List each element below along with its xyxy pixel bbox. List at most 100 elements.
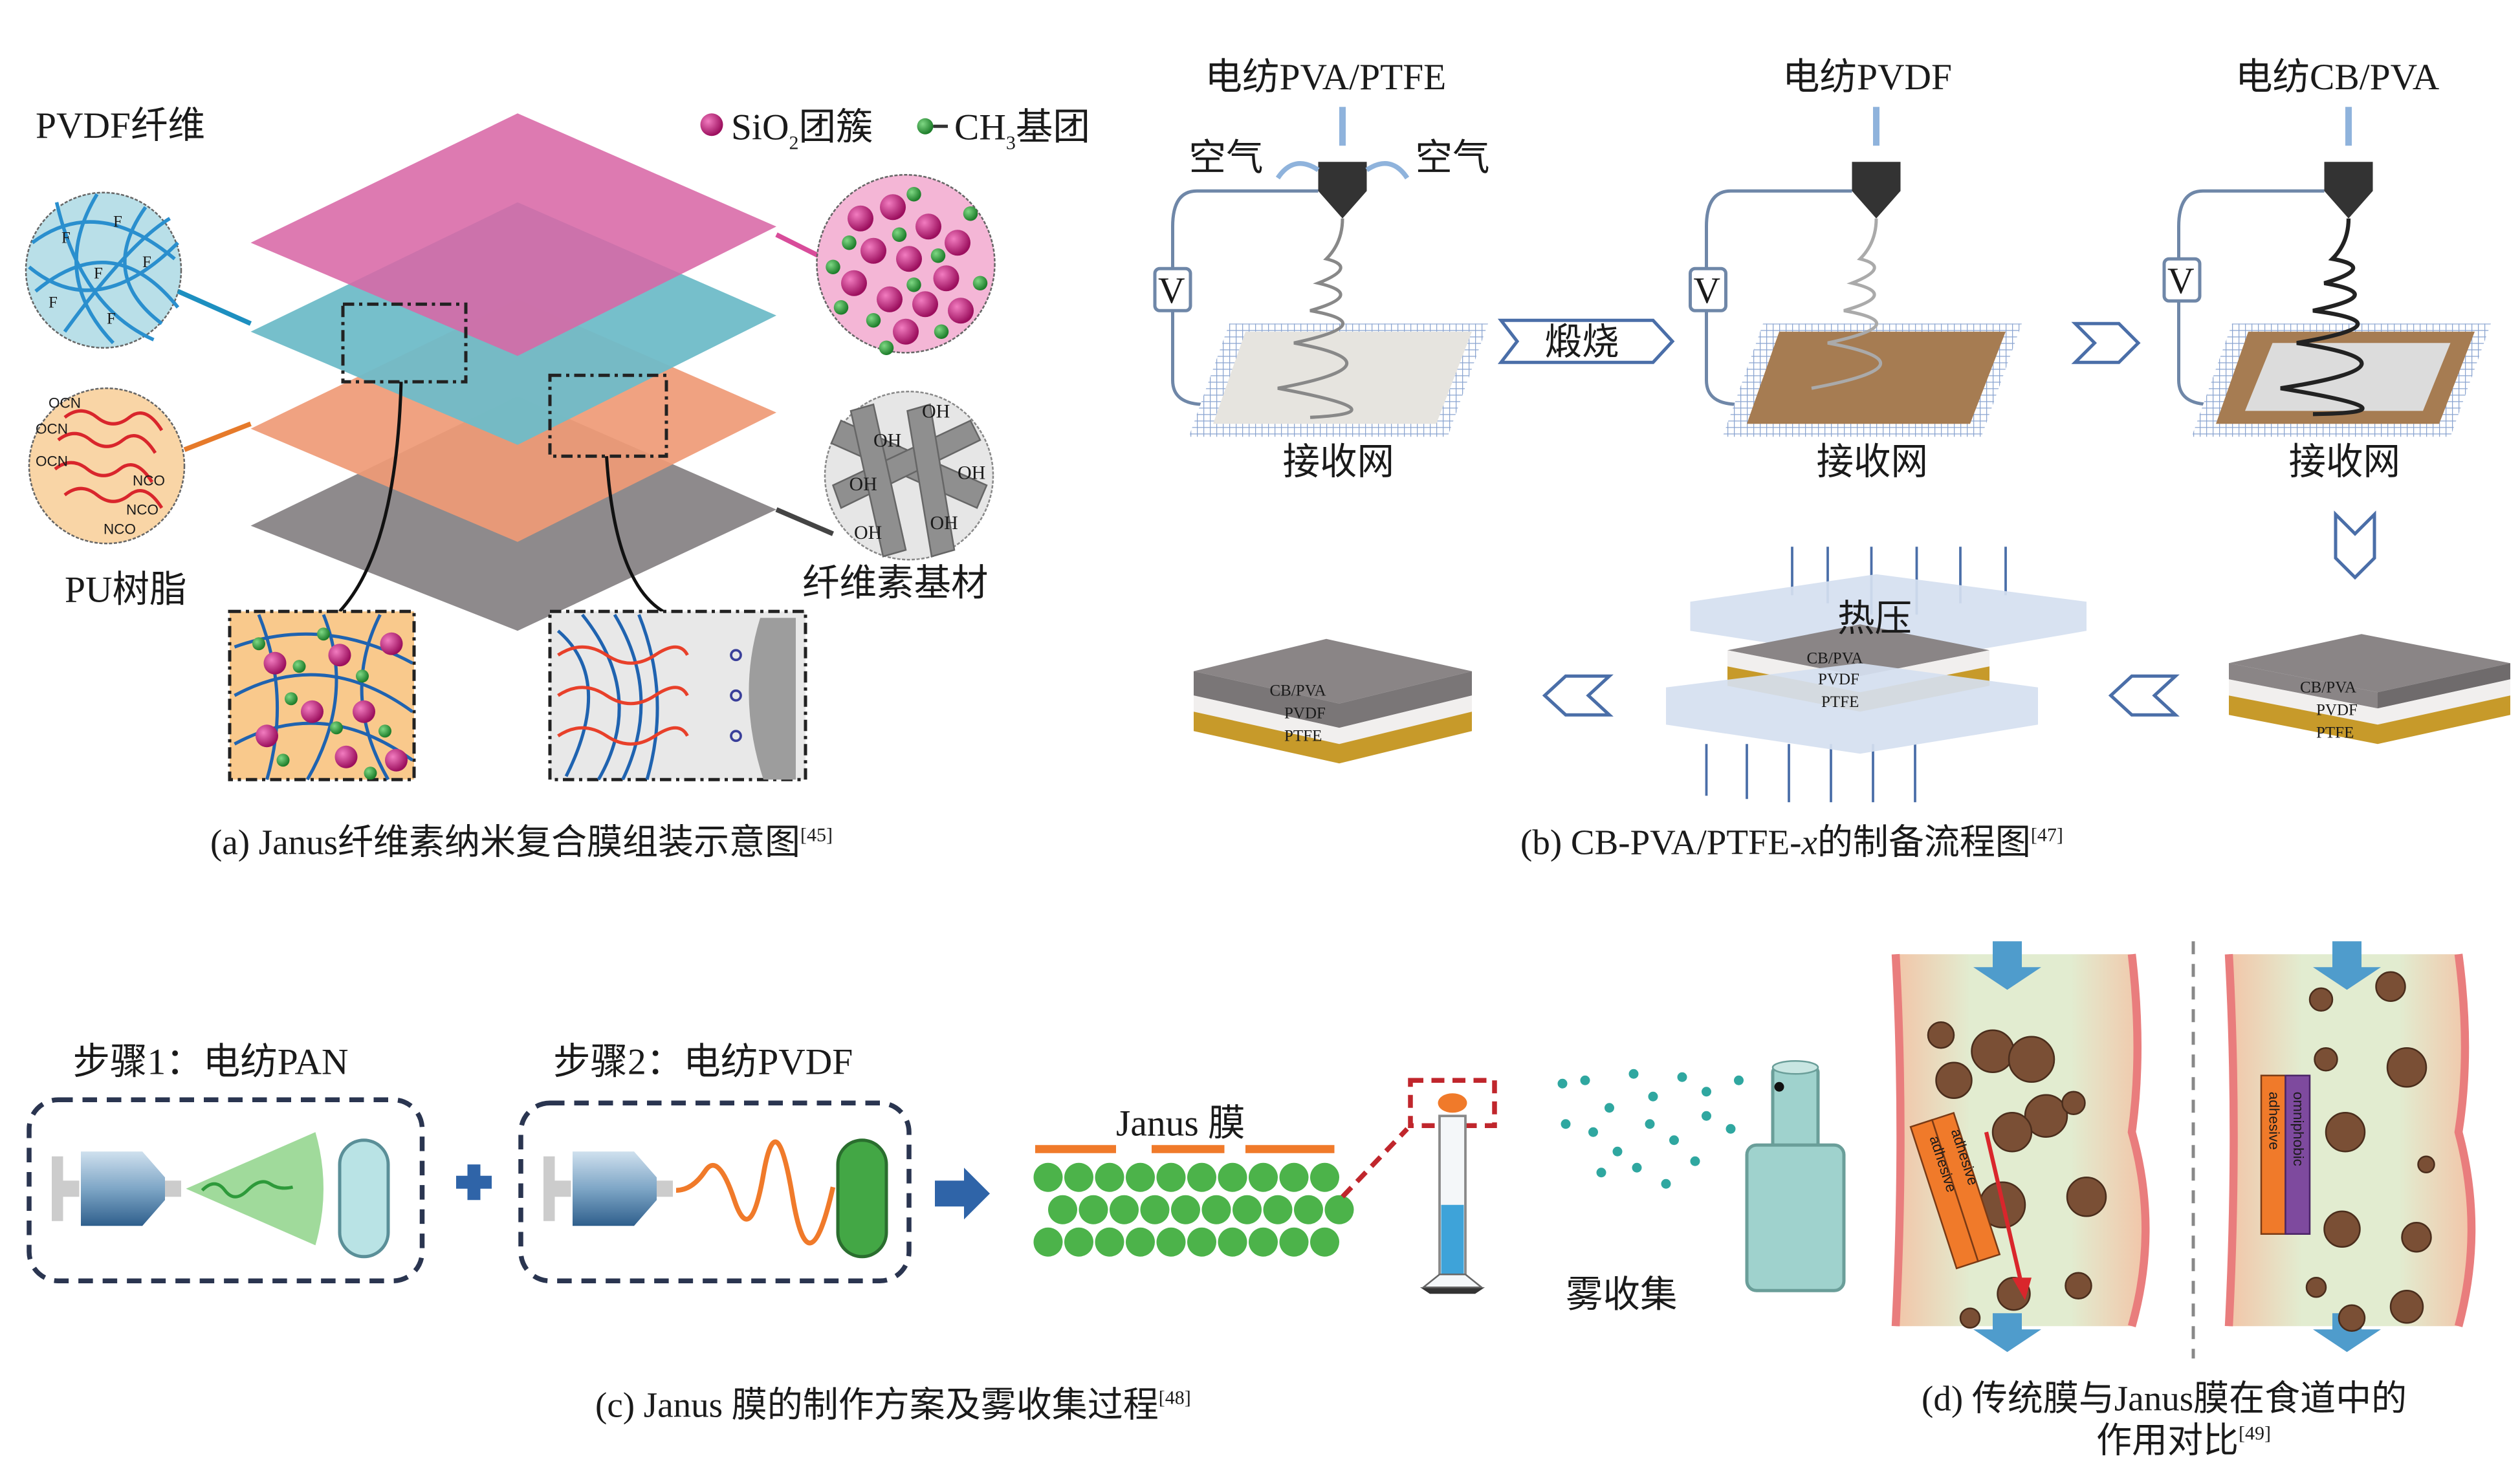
fog-droplet — [1561, 1119, 1571, 1129]
fog-droplet — [1557, 1078, 1568, 1089]
esophagus-traditional: adhesive adhesive — [1891, 941, 2150, 1353]
electrospin-setup-3: V 接收网 — [2162, 107, 2491, 483]
sio2-ch3-circle — [816, 174, 996, 355]
collector-label-1: 接收网 — [1283, 442, 1395, 483]
pvdf-fiber-circle: F F F F F F — [25, 191, 252, 349]
membrane-fiber-dot — [1310, 1162, 1339, 1192]
collector-label-2: 接收网 — [1817, 442, 1929, 483]
collector-drum-2 — [836, 1138, 888, 1259]
svg-text:PTFE: PTFE — [2316, 724, 2354, 741]
svg-text:F: F — [107, 310, 116, 327]
svg-text:CB/PVA: CB/PVA — [2300, 679, 2356, 696]
panel-a: PVDF纤维 SiO2团簇 CH3基团 F F F F F F — [25, 105, 1090, 862]
membrane-fiber-dot — [1033, 1162, 1063, 1192]
esophagus-janus: adhesive omniphobic — [2224, 941, 2476, 1353]
legend-sio2: SiO2团簇 — [731, 107, 873, 153]
membrane-fiber-dot — [1048, 1195, 1077, 1224]
fog-collection-label: 雾收集 — [1566, 1274, 1678, 1315]
superhydrophobic-top-layer — [250, 113, 776, 356]
fog-droplet — [1726, 1124, 1736, 1134]
membrane-fiber-dot — [1079, 1195, 1108, 1224]
caption-b: (b) CB-PVA/PTFE-x的制备流程图[47] — [1520, 822, 2063, 862]
sio2-cluster-icon — [700, 113, 723, 136]
svg-text:OH: OH — [958, 462, 985, 483]
svg-text:OH: OH — [873, 429, 901, 451]
fog-droplet — [1628, 1069, 1639, 1079]
membrane-fiber-dot — [1156, 1227, 1186, 1257]
svg-text:CB/PVA: CB/PVA — [1807, 649, 1863, 667]
svg-text:F: F — [113, 213, 122, 230]
membrane-fiber-dot — [1233, 1195, 1262, 1224]
pu-resin-label: PU树脂 — [65, 569, 187, 610]
janus-membrane — [1033, 1145, 1354, 1257]
membrane-fiber-dot — [1140, 1195, 1170, 1224]
air-left-label: 空气 — [1189, 138, 1264, 179]
svg-text:OCN: OCN — [36, 453, 68, 469]
step1-label: 步骤1：电纺PAN — [73, 1041, 349, 1082]
membrane-fiber-dot — [1218, 1227, 1247, 1257]
caption-c: (c) Janus 膜的制作方案及雾收集过程[48] — [595, 1385, 1191, 1424]
pvdf-fiber-label: PVDF纤维 — [36, 105, 205, 146]
zoom-box-2 — [548, 373, 668, 458]
omniphobic-label: omniphobic — [2290, 1092, 2306, 1166]
svg-text:OH: OH — [849, 473, 877, 495]
step3-title: 电纺CB/PVA — [2235, 57, 2440, 98]
electrospin-setup-2: V 接收网 — [1689, 107, 2022, 483]
ch3-group-icon — [917, 118, 934, 135]
fog-droplet — [1588, 1127, 1598, 1137]
svg-text:OH: OH — [922, 400, 950, 422]
cellulose-circle: OH OH OH OH OH OH — [824, 391, 994, 561]
detail-pvdf-sio2 — [228, 609, 416, 781]
svg-text:OH: OH — [854, 522, 882, 543]
svg-text:PVDF: PVDF — [1284, 704, 1326, 722]
stacked-layers-pre-press: CB/PVA PVDF PTFE — [2229, 634, 2510, 744]
membrane-fiber-dot — [1294, 1195, 1323, 1224]
collector-label-3: 接收网 — [2289, 442, 2401, 483]
detail-pu-cellulose-bond — [548, 609, 807, 781]
panel-b: 电纺PVA/PTFE 电纺PVDF 电纺CB/PVA 空气 空气 V 接收网 煅… — [1153, 57, 2510, 862]
panel-d: adhesive adhesive adhesive omniphobic (d… — [1891, 941, 2476, 1460]
membrane-fiber-dot — [1095, 1162, 1124, 1192]
collector-drum-1 — [338, 1138, 390, 1259]
svg-text:PVDF: PVDF — [1818, 671, 1859, 688]
svg-text:F: F — [61, 229, 71, 246]
membrane-fiber-dot — [1218, 1162, 1247, 1192]
legend: SiO2团簇 CH3基团 — [700, 107, 1090, 153]
fog-droplet — [1669, 1135, 1679, 1146]
adhesive-label-3: adhesive — [2266, 1092, 2283, 1150]
membrane-fiber-dot — [1187, 1162, 1216, 1192]
left-arrow-2 — [1542, 674, 1614, 717]
svg-text:PTFE: PTFE — [1821, 693, 1859, 711]
step2-title: 电纺PVDF — [1782, 57, 1952, 98]
fog-droplet — [1648, 1091, 1658, 1102]
membrane-fiber-dot — [1156, 1162, 1186, 1192]
force-arrow — [1984, 1131, 2024, 1287]
fog-droplet — [1690, 1156, 1700, 1166]
membrane-fiber-dot — [1033, 1227, 1063, 1257]
membrane-fiber-dot — [1095, 1227, 1124, 1257]
fog-droplet — [1645, 1119, 1655, 1129]
membrane-fiber-dot — [1249, 1227, 1278, 1257]
layer-stack — [250, 113, 834, 631]
step2-label: 步骤2：电纺PVDF — [553, 1041, 853, 1082]
calcine-arrow[interactable]: 煅烧 — [1497, 318, 1675, 364]
svg-text:PTFE: PTFE — [1284, 727, 1322, 744]
left-arrow-1 — [2108, 674, 2180, 717]
final-product-stack: CB/PVA PVDF PTFE — [1194, 638, 1472, 764]
zoom-box-1 — [341, 302, 468, 384]
air-right-label: 空气 — [1416, 138, 1490, 179]
membrane-fiber-dot — [1279, 1227, 1309, 1257]
spray-bottle-icon — [1745, 1060, 1846, 1292]
membrane-fiber-dot — [1324, 1195, 1354, 1224]
membrane-fiber-dot — [1171, 1195, 1200, 1224]
calcine-label: 煅烧 — [1545, 322, 1619, 363]
membrane-fiber-dot — [1249, 1162, 1278, 1192]
membrane-fiber-dot — [1263, 1195, 1293, 1224]
legend-ch3: CH3基团 — [954, 107, 1090, 153]
fog-droplet — [1702, 1111, 1711, 1121]
down-arrow — [2334, 510, 2376, 580]
fog-droplet — [1661, 1179, 1671, 1189]
graduated-cylinder — [1341, 1078, 1497, 1294]
fog-droplet — [1702, 1087, 1711, 1097]
